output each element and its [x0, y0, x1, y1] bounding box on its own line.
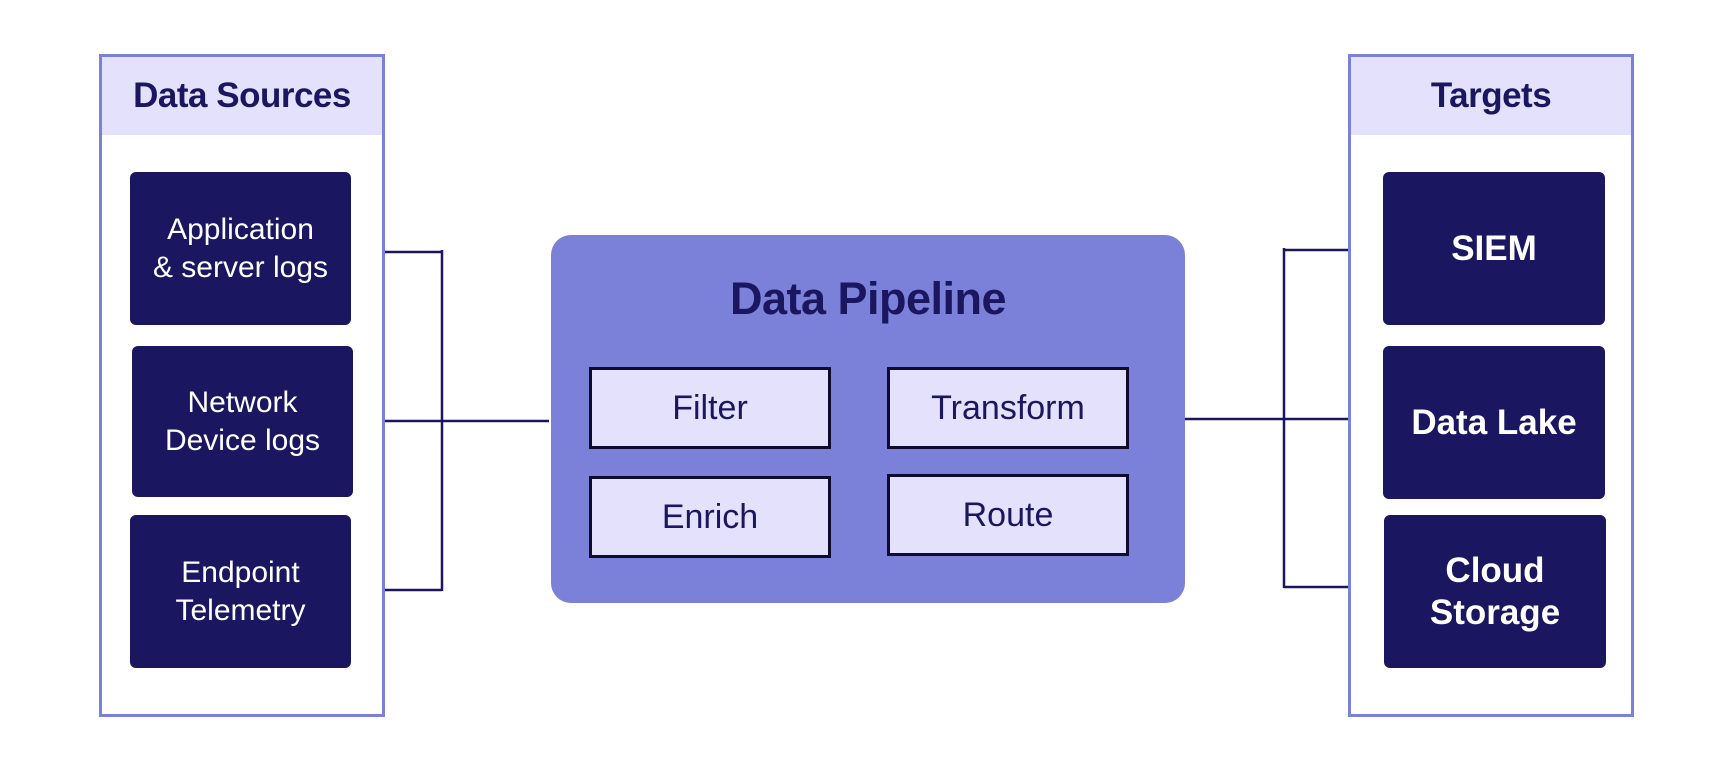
source-endpoint-telemetry: Endpoint Telemetry — [130, 515, 351, 668]
source-application-logs: Application & server logs — [130, 172, 351, 325]
target-siem-label: SIEM — [1451, 228, 1537, 268]
target-cloud-storage-line2: Storage — [1429, 592, 1561, 632]
targets-title: Targets — [1351, 57, 1631, 135]
target-siem: SIEM — [1383, 172, 1605, 325]
source-network-device-logs: Network Device logs — [132, 346, 353, 497]
step-enrich: Enrich — [589, 476, 831, 558]
step-route: Route — [887, 474, 1129, 556]
target-cloud-storage-line1: Cloud — [1445, 550, 1545, 590]
data-pipeline-title: Data Pipeline — [729, 273, 1007, 324]
source-network-device-logs-line2: Device logs — [164, 423, 321, 457]
data-pipeline-box: Data Pipeline Filter Transform Enrich Ro… — [551, 235, 1185, 603]
source-network-device-logs-line1: Network — [187, 385, 298, 419]
data-sources-title: Data Sources — [102, 57, 382, 135]
target-data-lake-label: Data Lake — [1411, 402, 1577, 442]
source-application-logs-line1: Application — [167, 212, 314, 246]
target-cloud-storage: Cloud Storage — [1384, 515, 1606, 668]
source-endpoint-telemetry-line2: Telemetry — [175, 593, 306, 627]
source-application-logs-line2: & server logs — [152, 250, 329, 284]
target-data-lake: Data Lake — [1383, 346, 1605, 499]
step-transform: Transform — [887, 367, 1129, 449]
step-filter: Filter — [589, 367, 831, 449]
source-endpoint-telemetry-line1: Endpoint — [181, 555, 300, 589]
